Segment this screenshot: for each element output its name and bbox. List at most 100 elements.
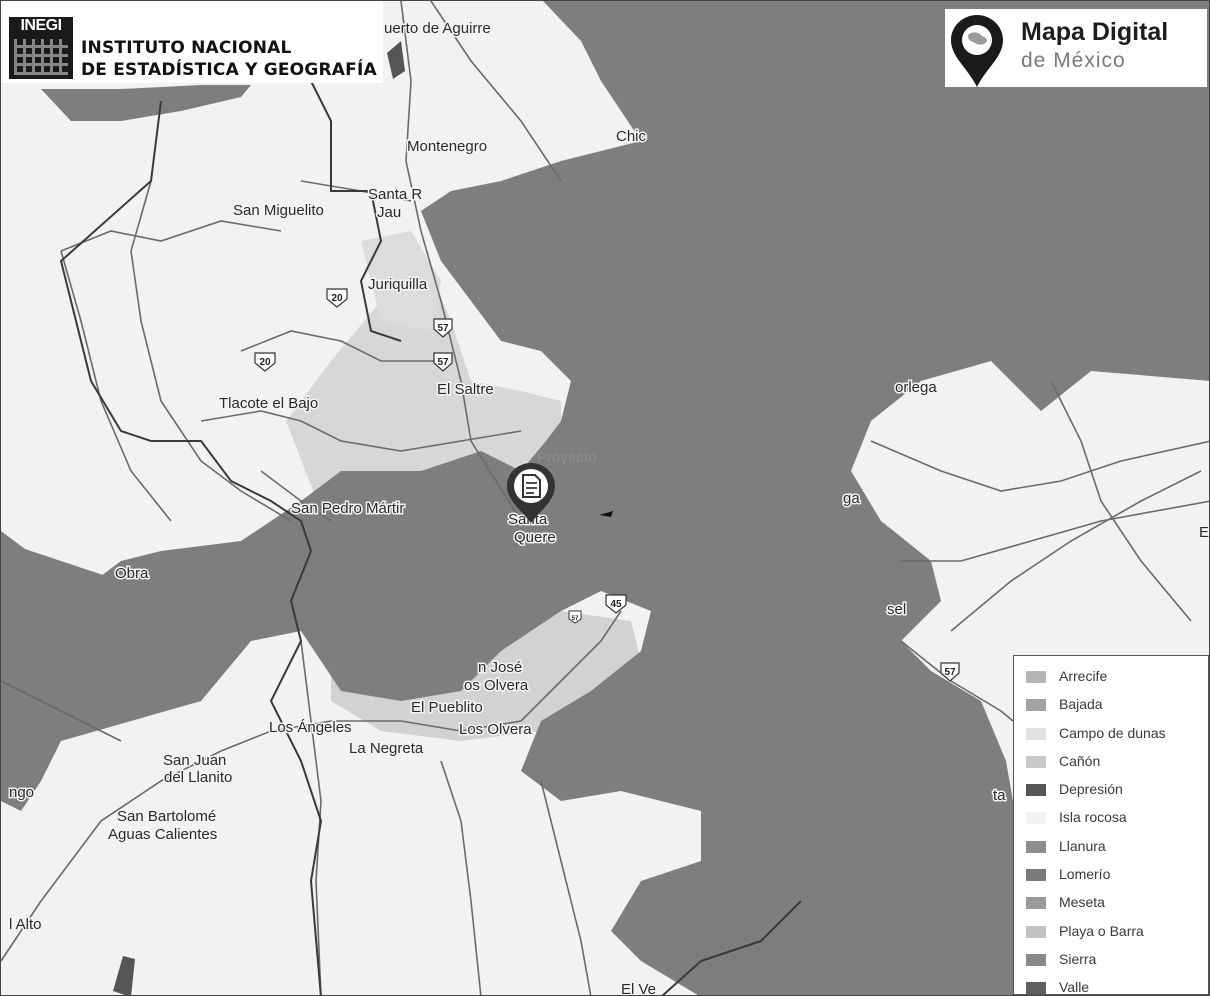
project-label: Proyecto: [537, 449, 597, 465]
place-label: Los Olvera: [459, 721, 532, 738]
legend-label: Campo de dunas: [1059, 724, 1166, 741]
legend-label: Meseta: [1059, 894, 1105, 911]
legend-item: Bajada: [1014, 696, 1208, 724]
highway-shield: 57: [433, 318, 453, 338]
svg-text:45: 45: [610, 599, 622, 610]
place-label: El Ve: [621, 981, 656, 996]
sierra-small-south: [113, 956, 135, 995]
svg-text:20: 20: [331, 293, 343, 304]
legend-label: Depresión: [1059, 781, 1123, 798]
place-label: n José: [478, 659, 522, 676]
legend-item: Cañón: [1014, 753, 1208, 781]
legend-swatch: [1026, 755, 1046, 768]
place-label: El Saltre: [437, 381, 494, 398]
highway-shield: 57: [940, 662, 960, 682]
place-label: ga: [843, 490, 860, 507]
institute-name-line2: DE ESTADÍSTICA Y GEOGRAFÍA: [81, 60, 377, 80]
place-label: San Juan: [163, 752, 226, 769]
badge-subtitle: de México: [1021, 49, 1126, 72]
legend-swatch: [1026, 953, 1046, 966]
place-labels: uerto de Aguirre Chic Montenegro Santa R…: [8, 19, 1210, 996]
badge-title: Mapa Digital: [1021, 18, 1169, 46]
svg-text:57: 57: [572, 616, 579, 622]
place-label: San Bartolomé: [117, 808, 216, 825]
place-label: Jau: [377, 204, 401, 221]
place-label: La Negreta: [349, 740, 424, 757]
legend-label: Cañón: [1059, 752, 1101, 769]
document-pin-icon[interactable]: [507, 463, 555, 523]
legend-label: Bajada: [1059, 696, 1103, 713]
place-label: Tlacote el Bajo: [219, 395, 318, 412]
legend-label: Valle: [1059, 979, 1090, 996]
highway-shield: 57: [568, 610, 582, 624]
highway-shield: 20: [326, 288, 348, 308]
legend-label: Isla rocosa: [1059, 809, 1127, 826]
sierra-region-topleft: [41, 85, 251, 121]
legend-label: Lomerío: [1059, 866, 1111, 883]
inegi-header: INEGI INSTITUTO NACIONAL DE ESTADÍSTICA …: [1, 1, 383, 83]
legend-label: Llanura: [1059, 837, 1106, 854]
legend-swatch: [1026, 897, 1046, 910]
legend-swatch: [1026, 982, 1046, 995]
highway-shields: 57 57 57 20 20 45 57: [254, 288, 960, 682]
place-label: Aguas Calientes: [108, 826, 217, 843]
svg-text:57: 57: [437, 323, 449, 334]
highway-shield: 57: [433, 352, 453, 372]
inegi-logo-text: INEGI: [20, 17, 62, 34]
legend-label: Playa o Barra: [1059, 922, 1144, 939]
place-label: ta: [993, 787, 1006, 804]
legend-label: Arrecife: [1059, 668, 1108, 684]
legend-swatch: [1026, 812, 1046, 825]
place-label: orlega: [895, 379, 937, 396]
legend-item: Campo de dunas: [1014, 725, 1208, 753]
place-label: Santa: [508, 511, 548, 528]
legend-item: Isla rocosa: [1014, 809, 1208, 837]
legend-item: Depresión: [1014, 781, 1208, 809]
place-label: Santa R: [368, 186, 422, 203]
place-label: E: [1199, 524, 1209, 541]
highway-shield: 45: [605, 594, 627, 614]
institute-name-line1: INSTITUTO NACIONAL: [81, 38, 292, 58]
urban-area-queretaro: [286, 251, 561, 511]
legend-item: Sierra: [1014, 951, 1208, 979]
urban-area-juriquilla: [361, 231, 441, 331]
place-label: San Miguelito: [233, 202, 324, 219]
legend-item: Lomerío: [1014, 866, 1208, 894]
place-label: ngo: [9, 784, 34, 801]
legend-item: Meseta: [1014, 894, 1208, 922]
place-label: El Pueblito: [411, 699, 483, 716]
location-pin-icon: [951, 15, 1003, 87]
place-label: Montenegro: [407, 138, 487, 155]
legend-swatch: [1026, 699, 1046, 712]
place-label: San Pedro Mártir: [291, 500, 404, 517]
legend-swatch: [1026, 671, 1046, 683]
place-label: Obra: [115, 565, 149, 582]
inegi-logo-icon: INEGI: [9, 17, 73, 79]
legend-item: Valle: [1014, 979, 1208, 996]
legend-swatch: [1026, 869, 1046, 882]
legend-swatch: [1026, 925, 1046, 938]
svg-text:57: 57: [437, 357, 449, 368]
sierra-strip-top: [387, 41, 405, 79]
mapa-digital-badge: Mapa Digital de México: [945, 9, 1207, 87]
svg-text:20: 20: [259, 357, 271, 368]
place-label: del Llanito: [164, 769, 232, 786]
sierra-region-west: [1, 541, 201, 641]
place-label: Chic: [616, 128, 647, 145]
svg-text:57: 57: [944, 667, 956, 678]
place-label: Quere: [514, 529, 556, 546]
legend-label: Sierra: [1059, 950, 1097, 967]
place-label: uerto de Aguirre: [384, 20, 491, 37]
legend-swatch: [1026, 840, 1046, 853]
place-label: Los Ángeles: [269, 719, 352, 736]
place-label: os Olvera: [464, 677, 529, 694]
legend-swatch: [1026, 727, 1046, 740]
legend-item: Arrecife: [1014, 668, 1208, 696]
place-label: sel: [887, 601, 906, 618]
map-marker-small: [599, 511, 613, 517]
legend-item: Playa o Barra: [1014, 923, 1208, 951]
legend-item: Llanura: [1014, 838, 1208, 866]
